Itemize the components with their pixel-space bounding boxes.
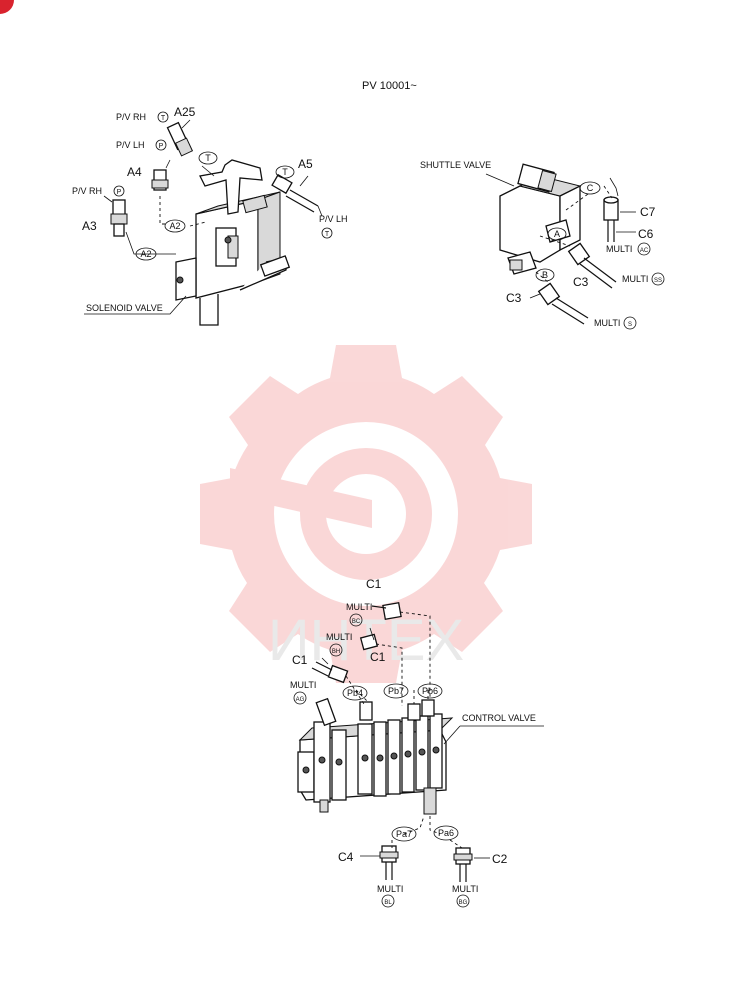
- marker-a-text: A: [554, 229, 560, 239]
- marker-pa7-text: Pa7: [396, 829, 412, 839]
- marker-t-1: [157, 111, 169, 123]
- label-c1-top: C1: [366, 577, 382, 591]
- solenoid-valve-title: SOLENOID VALVE: [86, 303, 163, 313]
- marker-t-1-text: T: [161, 115, 166, 122]
- watermark-logo: ИНТЕХ: [200, 345, 532, 683]
- c3-left-hose: [537, 282, 589, 325]
- label-c1-left: C1: [292, 653, 308, 667]
- marker-ac-text: AC: [640, 248, 649, 254]
- marker-bl: [381, 894, 395, 908]
- watermark-wrench-icon: [230, 468, 372, 528]
- marker-t-2: [321, 227, 333, 239]
- marker-ss-text: SS: [654, 278, 662, 284]
- marker-p-2-text: P: [117, 189, 122, 196]
- label-multi-ac: MULTI: [606, 244, 632, 254]
- marker-ag-text: AG: [296, 697, 305, 703]
- shuttle-valve-title: SHUTTLE VALVE: [420, 160, 491, 170]
- marker-pb7-text: Pb7: [388, 686, 404, 696]
- shuttle-valve-group: SHUTTLE VALVE C C7 C6 MULTI AC A C3 MULT…: [420, 160, 665, 330]
- marker-bh-text: BH: [332, 649, 340, 655]
- marker-b-text: B: [542, 270, 548, 280]
- label-a25: A25: [174, 105, 196, 119]
- label-pv-rh-t: P/V RH: [116, 112, 146, 122]
- c1-left-fitting: [311, 661, 349, 684]
- c1-top-fitting: [371, 601, 402, 621]
- label-pv-lh-t: P/V LH: [319, 214, 348, 224]
- control-valve-body: [297, 697, 454, 815]
- solenoid-valve-body: [175, 159, 291, 326]
- marker-pb4-text: Pb4: [347, 688, 363, 698]
- marker-s-text: S: [628, 322, 632, 328]
- label-a3: A3: [82, 219, 97, 233]
- corner-badge: [0, 0, 14, 14]
- marker-bg: [456, 894, 470, 908]
- marker-p-2: [113, 185, 125, 197]
- shuttle-valve-body: [499, 163, 582, 275]
- label-multi-ss: MULTI: [622, 274, 648, 284]
- label-a4: A4: [127, 165, 142, 179]
- control-valve-group: C1 MULTI BC MULTI BH C1 C1 MULTI AG Pb4 …: [290, 577, 544, 908]
- a4-fitting: [151, 169, 169, 191]
- marker-a2-top: [164, 219, 186, 233]
- marker-pb7: [383, 683, 409, 699]
- marker-t-right-text: T: [282, 167, 288, 177]
- solenoid-valve-group: P/V RH T A25 P/V LH P A4 P/V RH P A3 A2 …: [72, 105, 348, 326]
- label-c2: C2: [492, 852, 508, 866]
- marker-a: [547, 227, 567, 241]
- a25-fitting: [166, 121, 194, 157]
- marker-pa6-text: Pa6: [438, 828, 454, 838]
- label-a5: A5: [298, 157, 313, 171]
- label-c6: C6: [638, 227, 654, 241]
- marker-pa6: [433, 825, 459, 841]
- label-pv-lh-p: P/V LH: [116, 140, 145, 150]
- marker-c-text: C: [587, 183, 594, 193]
- marker-a2-top-text: A2: [169, 221, 180, 231]
- label-multi-ag: MULTI: [290, 680, 316, 690]
- label-c7: C7: [640, 205, 656, 219]
- marker-a2-bottom-text: A2: [140, 249, 151, 259]
- label-multi-bc: MULTI: [346, 602, 372, 612]
- c4-fitting: [379, 845, 399, 880]
- marker-ag: [293, 691, 307, 705]
- marker-a2-bottom: [135, 247, 157, 261]
- marker-s: [623, 316, 637, 330]
- marker-p-1: [155, 139, 167, 151]
- marker-bc: [349, 613, 363, 627]
- label-c1-mid: C1: [370, 650, 386, 664]
- c7-c6-hose: [603, 196, 619, 242]
- marker-t-right: [275, 165, 295, 179]
- marker-bc-text: BC: [352, 619, 361, 625]
- label-multi-bh: MULTI: [326, 632, 352, 642]
- marker-b: [535, 268, 555, 282]
- c2-fitting: [453, 847, 473, 882]
- label-c3-left: C3: [506, 291, 522, 305]
- marker-t-2-text: T: [325, 231, 330, 238]
- label-multi-bl: MULTI: [377, 884, 403, 894]
- marker-bl-text: BL: [384, 900, 392, 906]
- marker-ss: [651, 272, 665, 286]
- control-valve-title: CONTROL VALVE: [462, 713, 536, 723]
- marker-pa7: [391, 826, 417, 842]
- marker-t-top: [198, 151, 218, 165]
- a3-fitting: [110, 199, 128, 237]
- marker-ac: [637, 242, 651, 256]
- marker-pb6-text: Pb6: [422, 686, 438, 696]
- label-multi-s: MULTI: [594, 318, 620, 328]
- marker-pb6: [417, 683, 443, 699]
- label-c4: C4: [338, 850, 354, 864]
- marker-pb4: [342, 685, 368, 701]
- marker-p-1-text: P: [159, 143, 164, 150]
- a5-hose: [271, 173, 319, 213]
- marker-t-top-text: T: [205, 153, 211, 163]
- label-c3-right: C3: [573, 275, 589, 289]
- marker-bg-text: BG: [459, 900, 468, 906]
- c3-right-hose: [567, 242, 617, 289]
- label-multi-bg: MULTI: [452, 884, 478, 894]
- serial-range: PV 10001~: [362, 80, 417, 92]
- marker-bh: [329, 643, 343, 657]
- label-pv-rh-p: P/V RH: [72, 186, 102, 196]
- marker-c: [579, 181, 601, 195]
